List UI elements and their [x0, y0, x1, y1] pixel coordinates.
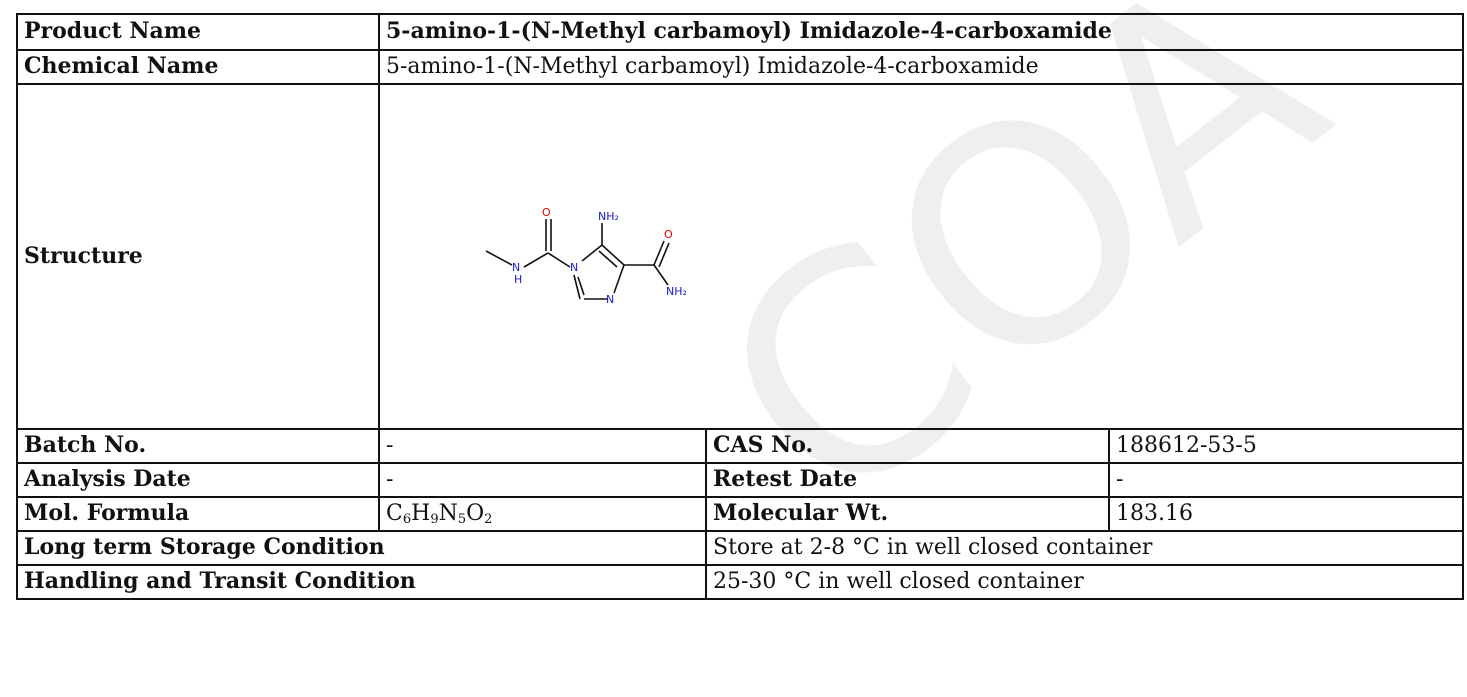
- row-batch-cas: Batch No. - CAS No. 188612-53-5: [16, 428, 1465, 464]
- atom-h: H: [514, 273, 522, 286]
- coa-table: Product Name 5-amino-1-(N-Methyl carbamo…: [16, 13, 1465, 600]
- row-storage: Long term Storage Condition Store at 2-8…: [16, 530, 1465, 566]
- molecule-atoms: O NH₂ O N H N N NH₂: [512, 206, 687, 306]
- atom-nh2-top: NH₂: [598, 210, 619, 223]
- batch-label: Batch No.: [16, 428, 380, 464]
- analysis-date-value: -: [378, 462, 707, 498]
- formula-label: Mol. Formula: [16, 496, 380, 532]
- batch-value: -: [378, 428, 707, 464]
- analysis-date-label: Analysis Date: [16, 462, 380, 498]
- atom-nh2-right: NH₂: [666, 285, 687, 298]
- atom-n-bottom: N: [606, 293, 614, 306]
- molecule-bonds: [485, 218, 670, 300]
- product-name-label: Product Name: [16, 13, 380, 51]
- formula-value: C6H9N5O2: [378, 496, 707, 532]
- row-chemical-name: Chemical Name 5-amino-1-(N-Methyl carbam…: [16, 49, 1465, 85]
- product-name-value: 5-amino-1-(N-Methyl carbamoyl) Imidazole…: [377, 13, 1465, 51]
- retest-date-value: -: [1107, 462, 1465, 498]
- storage-label: Long term Storage Condition: [16, 530, 707, 566]
- cas-value: 188612-53-5: [1107, 428, 1465, 464]
- handling-label: Handling and Transit Condition: [16, 564, 707, 600]
- atom-n1: N: [570, 261, 578, 274]
- chemical-name-label: Chemical Name: [16, 49, 380, 85]
- handling-value: 25-30 °C in well closed container: [704, 564, 1465, 600]
- row-structure: Structure: [16, 83, 1465, 430]
- atom-o2: O: [664, 228, 673, 241]
- row-handling: Handling and Transit Condition 25-30 °C …: [16, 564, 1465, 600]
- mol-wt-value: 183.16: [1107, 496, 1465, 532]
- chemical-name-value: 5-amino-1-(N-Methyl carbamoyl) Imidazole…: [377, 49, 1465, 85]
- atom-o1: O: [542, 206, 551, 219]
- molecule-structure: O NH₂ O N H N N NH₂: [485, 206, 687, 306]
- retest-date-label: Retest Date: [705, 462, 1110, 498]
- storage-value: Store at 2-8 °C in well closed container: [704, 530, 1465, 566]
- cas-label: CAS No.: [705, 428, 1110, 464]
- row-dates: Analysis Date - Retest Date -: [16, 462, 1465, 498]
- structure-label: Structure: [16, 83, 380, 430]
- row-product-name: Product Name 5-amino-1-(N-Methyl carbamo…: [16, 13, 1465, 51]
- atom-n-amide: N: [512, 261, 520, 274]
- row-formula: Mol. Formula C6H9N5O2 Molecular Wt. 183.…: [16, 496, 1465, 532]
- mol-wt-label: Molecular Wt.: [705, 496, 1110, 532]
- structure-cell: O NH₂ O N H N N NH₂: [377, 83, 1465, 430]
